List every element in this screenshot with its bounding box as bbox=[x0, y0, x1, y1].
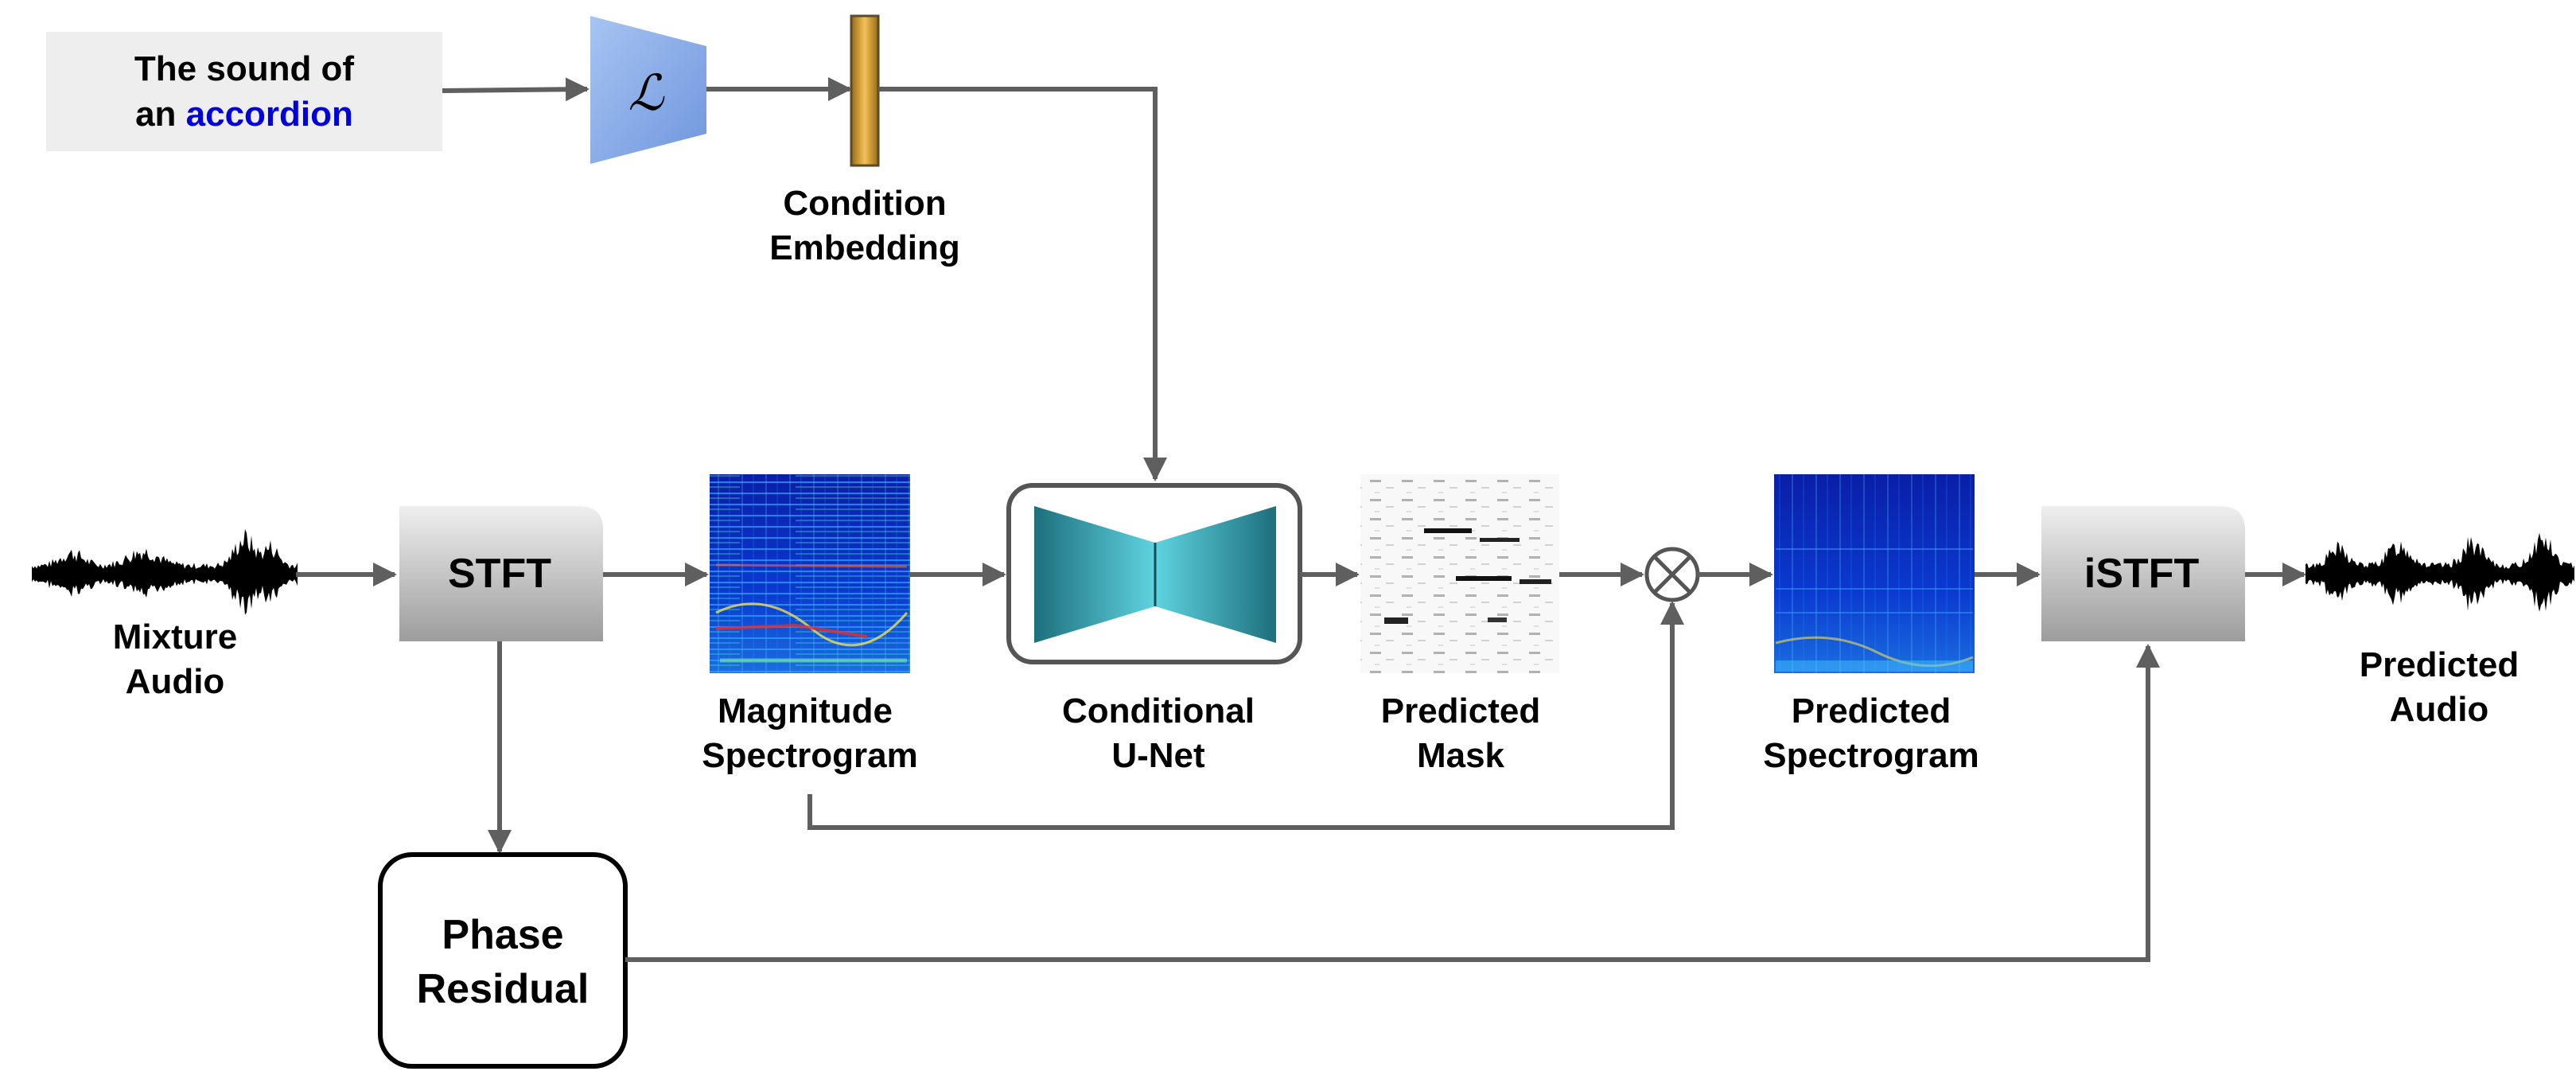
multiply-operator bbox=[1644, 547, 1700, 602]
condition-embedding-bar bbox=[850, 14, 880, 167]
predicted-mask-image bbox=[1360, 474, 1559, 673]
mixture-audio-waveform bbox=[32, 528, 298, 615]
text-prompt-prefix: an bbox=[135, 95, 186, 134]
mixture-audio-label-line2: Audio bbox=[126, 662, 225, 701]
predicted-audio-label-line2: Audio bbox=[2390, 690, 2489, 729]
unet-encoder-shape bbox=[1034, 506, 1155, 643]
arrow-magnitude-skip-to-multiply bbox=[807, 601, 1684, 830]
unet-decoder-shape bbox=[1155, 506, 1276, 643]
arrow-embedding-to-unet bbox=[878, 87, 1167, 481]
predicted-mask-label-line1: Predicted bbox=[1381, 691, 1541, 730]
text-prompt-line2: an accordion bbox=[135, 95, 353, 134]
text-encoder-trapezoid bbox=[590, 16, 706, 164]
phase-residual-box bbox=[378, 852, 628, 1069]
predicted-spectrogram-label-line2: Spectrogram bbox=[1763, 736, 1979, 775]
phase-residual-label-line2: Residual bbox=[417, 966, 590, 1012]
magnitude-spectrogram-label-line2: Spectrogram bbox=[702, 736, 917, 775]
text-prompt-line1: The sound of bbox=[134, 49, 355, 88]
arrow-phase-residual-to-istft bbox=[625, 644, 2160, 962]
unet-label-line2: U-Net bbox=[1111, 736, 1205, 775]
stft-box bbox=[399, 506, 603, 641]
predicted-spectrogram-label-line1: Predicted bbox=[1792, 691, 1951, 730]
istft-label: iSTFT bbox=[2084, 551, 2200, 597]
stft-label: STFT bbox=[448, 551, 551, 597]
magnitude-spectrogram-image bbox=[710, 474, 910, 673]
text-encoder-symbol: ℒ bbox=[628, 64, 665, 122]
predicted-audio-label-line1: Predicted bbox=[2360, 645, 2520, 684]
magnitude-spectrogram-label-line1: Magnitude bbox=[718, 691, 893, 730]
predicted-audio-waveform bbox=[2306, 532, 2574, 612]
arrow-prompt-to-encoder bbox=[442, 77, 590, 102]
phase-residual-label-line1: Phase bbox=[442, 912, 563, 958]
text-prompt-box bbox=[46, 32, 442, 151]
predicted-mask-label-line2: Mask bbox=[1417, 736, 1505, 775]
unet-label-line1: Conditional bbox=[1062, 691, 1255, 730]
condition-embedding-label-line2: Embedding bbox=[769, 228, 960, 267]
predicted-spectrogram-image bbox=[1774, 474, 1975, 673]
mixture-audio-label-line1: Mixture bbox=[113, 617, 237, 656]
istft-box bbox=[2041, 506, 2245, 641]
condition-embedding-label-line1: Condition bbox=[783, 184, 946, 223]
text-prompt-highlight: accordion bbox=[186, 95, 353, 134]
